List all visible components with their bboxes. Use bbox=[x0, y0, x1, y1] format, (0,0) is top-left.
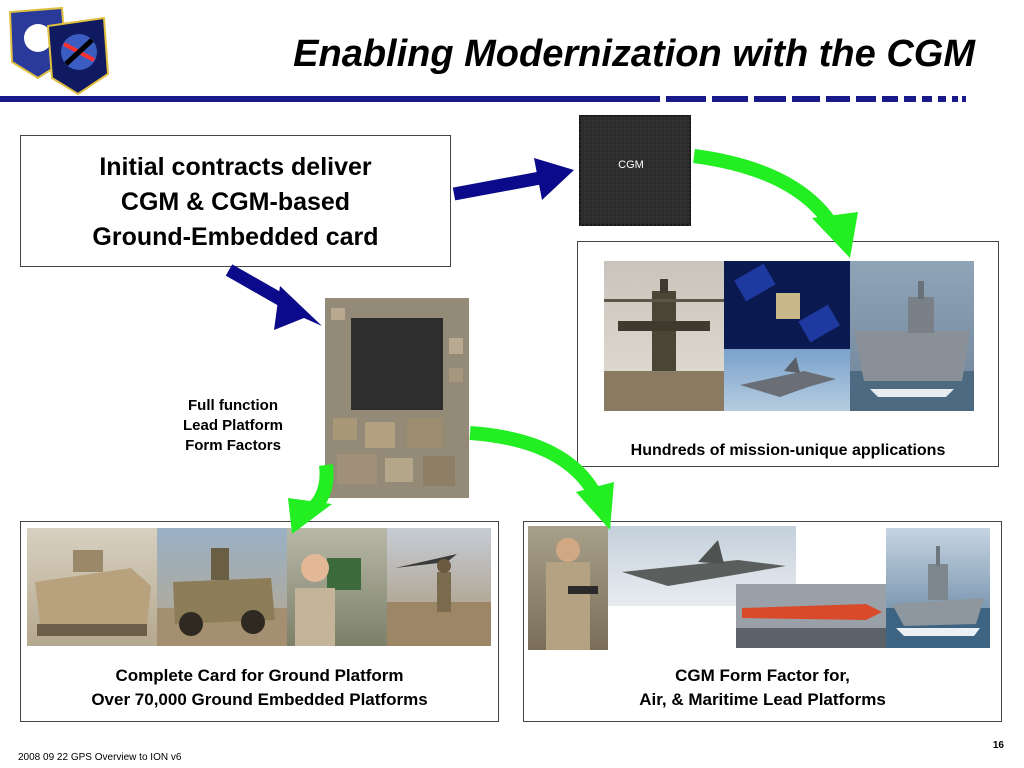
ground-platform-line-2: Over 70,000 Ground Embedded Platforms bbox=[91, 690, 428, 709]
page-number: 16 bbox=[992, 740, 1004, 751]
apache-helicopter-image bbox=[604, 261, 724, 411]
blue-arrow-to-chip bbox=[452, 158, 574, 201]
cgm-chip-image: CGM bbox=[579, 115, 691, 226]
initial-contracts-line-3: Ground-Embedded card bbox=[92, 223, 379, 251]
soldier-with-display-image bbox=[287, 528, 387, 646]
initial-contracts-box: Initial contracts deliver CGM & CGM-base… bbox=[20, 135, 451, 267]
ground-embedded-card-image bbox=[325, 298, 469, 498]
ground-platform-line-1: Complete Card for Ground Platform bbox=[115, 666, 404, 685]
ground-platform-caption: Complete Card for Ground Platform Over 7… bbox=[21, 664, 498, 712]
full-function-line-1: Full function bbox=[188, 397, 278, 414]
lead-platforms-box: CGM Form Factor for, Air, & Maritime Lea… bbox=[523, 521, 1002, 722]
cgm-chip-label: CGM bbox=[618, 159, 644, 171]
footer-text: 2008 09 22 GPS Overview to ION v6 bbox=[18, 752, 182, 763]
missile-image bbox=[736, 584, 888, 648]
armored-vehicle-image bbox=[27, 528, 157, 646]
mission-apps-caption: Hundreds of mission-unique applications bbox=[630, 442, 946, 459]
full-function-line-3: Form Factors bbox=[185, 437, 281, 454]
mission-apps-box: Hundreds of mission-unique applications bbox=[577, 241, 999, 467]
humvee-image bbox=[157, 528, 287, 646]
lead-platforms-caption: CGM Form Factor for, Air, & Maritime Lea… bbox=[524, 664, 1001, 712]
blue-arrow-to-card bbox=[225, 264, 322, 330]
air-force-logo bbox=[4, 4, 116, 96]
amphibious-ship-image bbox=[850, 261, 974, 411]
full-function-line-2: Lead Platform bbox=[182, 417, 284, 434]
satellite-image bbox=[724, 261, 852, 349]
stealth-fighter-image bbox=[724, 349, 850, 411]
soldier-launching-uav-image bbox=[387, 528, 491, 646]
soldier-image bbox=[528, 526, 608, 650]
full-function-label: Full function Lead Platform Form Factors bbox=[170, 396, 296, 456]
initial-contracts-line-2: CGM & CGM-based bbox=[120, 188, 351, 216]
lead-platforms-line-2: Air, & Maritime Lead Platforms bbox=[639, 690, 886, 709]
lead-platforms-line-1: CGM Form Factor for, bbox=[675, 666, 850, 685]
ground-platform-box: Complete Card for Ground Platform Over 7… bbox=[20, 521, 499, 722]
slide-title: Enabling Modernization with the CGM bbox=[293, 33, 975, 75]
initial-contracts-line-1: Initial contracts deliver bbox=[99, 153, 372, 181]
destroyer-ship-image bbox=[886, 528, 990, 648]
header-bar bbox=[0, 91, 968, 102]
